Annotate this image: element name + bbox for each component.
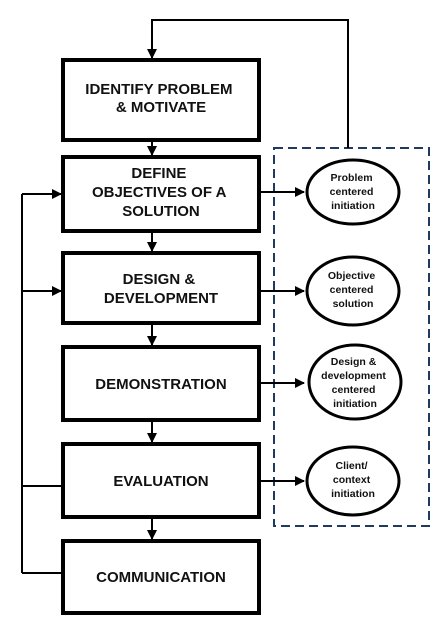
step-evaluation: EVALUATION	[61, 442, 261, 519]
step-demonstration: DEMONSTRATION	[61, 345, 261, 422]
step-define-line-1: DEFINE	[131, 165, 186, 182]
entry-design-development-centered: Design & development centered initiation	[307, 343, 403, 421]
step-define-objectives: DEFINE OBJECTIVES OF A SOLUTION	[61, 155, 261, 233]
step-define-line-3: SOLUTION	[122, 203, 200, 220]
entry-problem-line-2: centered	[330, 186, 374, 198]
entry-problem-line-3: initiation	[331, 200, 375, 212]
svg-text:Client/ context in: Client/ context initiation	[331, 460, 375, 500]
entry-design-line-2: development	[321, 370, 386, 382]
step-design-line-2: DEVELOPMENT	[104, 290, 218, 307]
step-identify-problem: IDENTIFY PROBLEM & MOTIVATE	[61, 58, 261, 142]
svg-text:DESIGN & DEVELOPMENT: DESIGN & DEVELOPMENT	[104, 271, 218, 307]
step-identify-line-1: IDENTIFY PROBLEM	[85, 81, 232, 98]
entry-client-line-3: initiation	[331, 488, 375, 500]
step-define-line-2: OBJECTIVES OF A	[92, 184, 227, 201]
svg-text:EVALUATION: EVALUATION	[113, 473, 208, 490]
entry-problem-line-1: Problem	[331, 172, 373, 184]
step-design-line-1: DESIGN &	[123, 271, 196, 288]
step-communication-line-1: COMMUNICATION	[96, 569, 226, 586]
feedback-loop-arrow	[147, 19, 349, 148]
svg-text:IDENTIFY PROBLEM & MOTIV: IDENTIFY PROBLEM & MOTIVATE	[85, 81, 236, 116]
svg-text:Design & development: Design & development centered initiation	[321, 356, 389, 410]
svg-text:Objective centered: Objective centered solution	[328, 270, 378, 310]
entry-points-container	[273, 147, 430, 527]
entry-objective-line-3: solution	[333, 298, 374, 310]
svg-text:Problem centered i: Problem centered initiation	[330, 172, 377, 212]
step-demonstration-line-1: DEMONSTRATION	[95, 376, 226, 393]
entry-client-line-1: Client/	[335, 460, 367, 472]
entry-design-line-3: centered	[332, 384, 376, 396]
entry-design-line-4: initiation	[333, 398, 377, 410]
entry-design-line-1: Design &	[331, 356, 377, 368]
step-evaluation-line-1: EVALUATION	[113, 473, 208, 490]
entry-problem-centered: Problem centered initiation	[305, 158, 401, 226]
step-communication: COMMUNICATION	[61, 539, 261, 615]
entry-client-context: Client/ context initiation	[305, 445, 401, 517]
svg-text:DEFINE OBJECTIVES OF A: DEFINE OBJECTIVES OF A SOLUTION	[92, 165, 230, 220]
entry-objective-line-1: Objective	[328, 270, 375, 282]
step-identify-line-2: & MOTIVATE	[116, 99, 206, 116]
entry-client-line-2: context	[333, 474, 371, 486]
entry-objective-centered: Objective centered solution	[305, 255, 401, 327]
svg-text:COMMUNICATION: COMMUNICATION	[96, 569, 226, 586]
entry-objective-line-2: centered	[330, 284, 374, 296]
step-design-development: DESIGN & DEVELOPMENT	[61, 251, 261, 325]
svg-text:DEMONSTRATION: DEMONSTRATION	[95, 376, 226, 393]
